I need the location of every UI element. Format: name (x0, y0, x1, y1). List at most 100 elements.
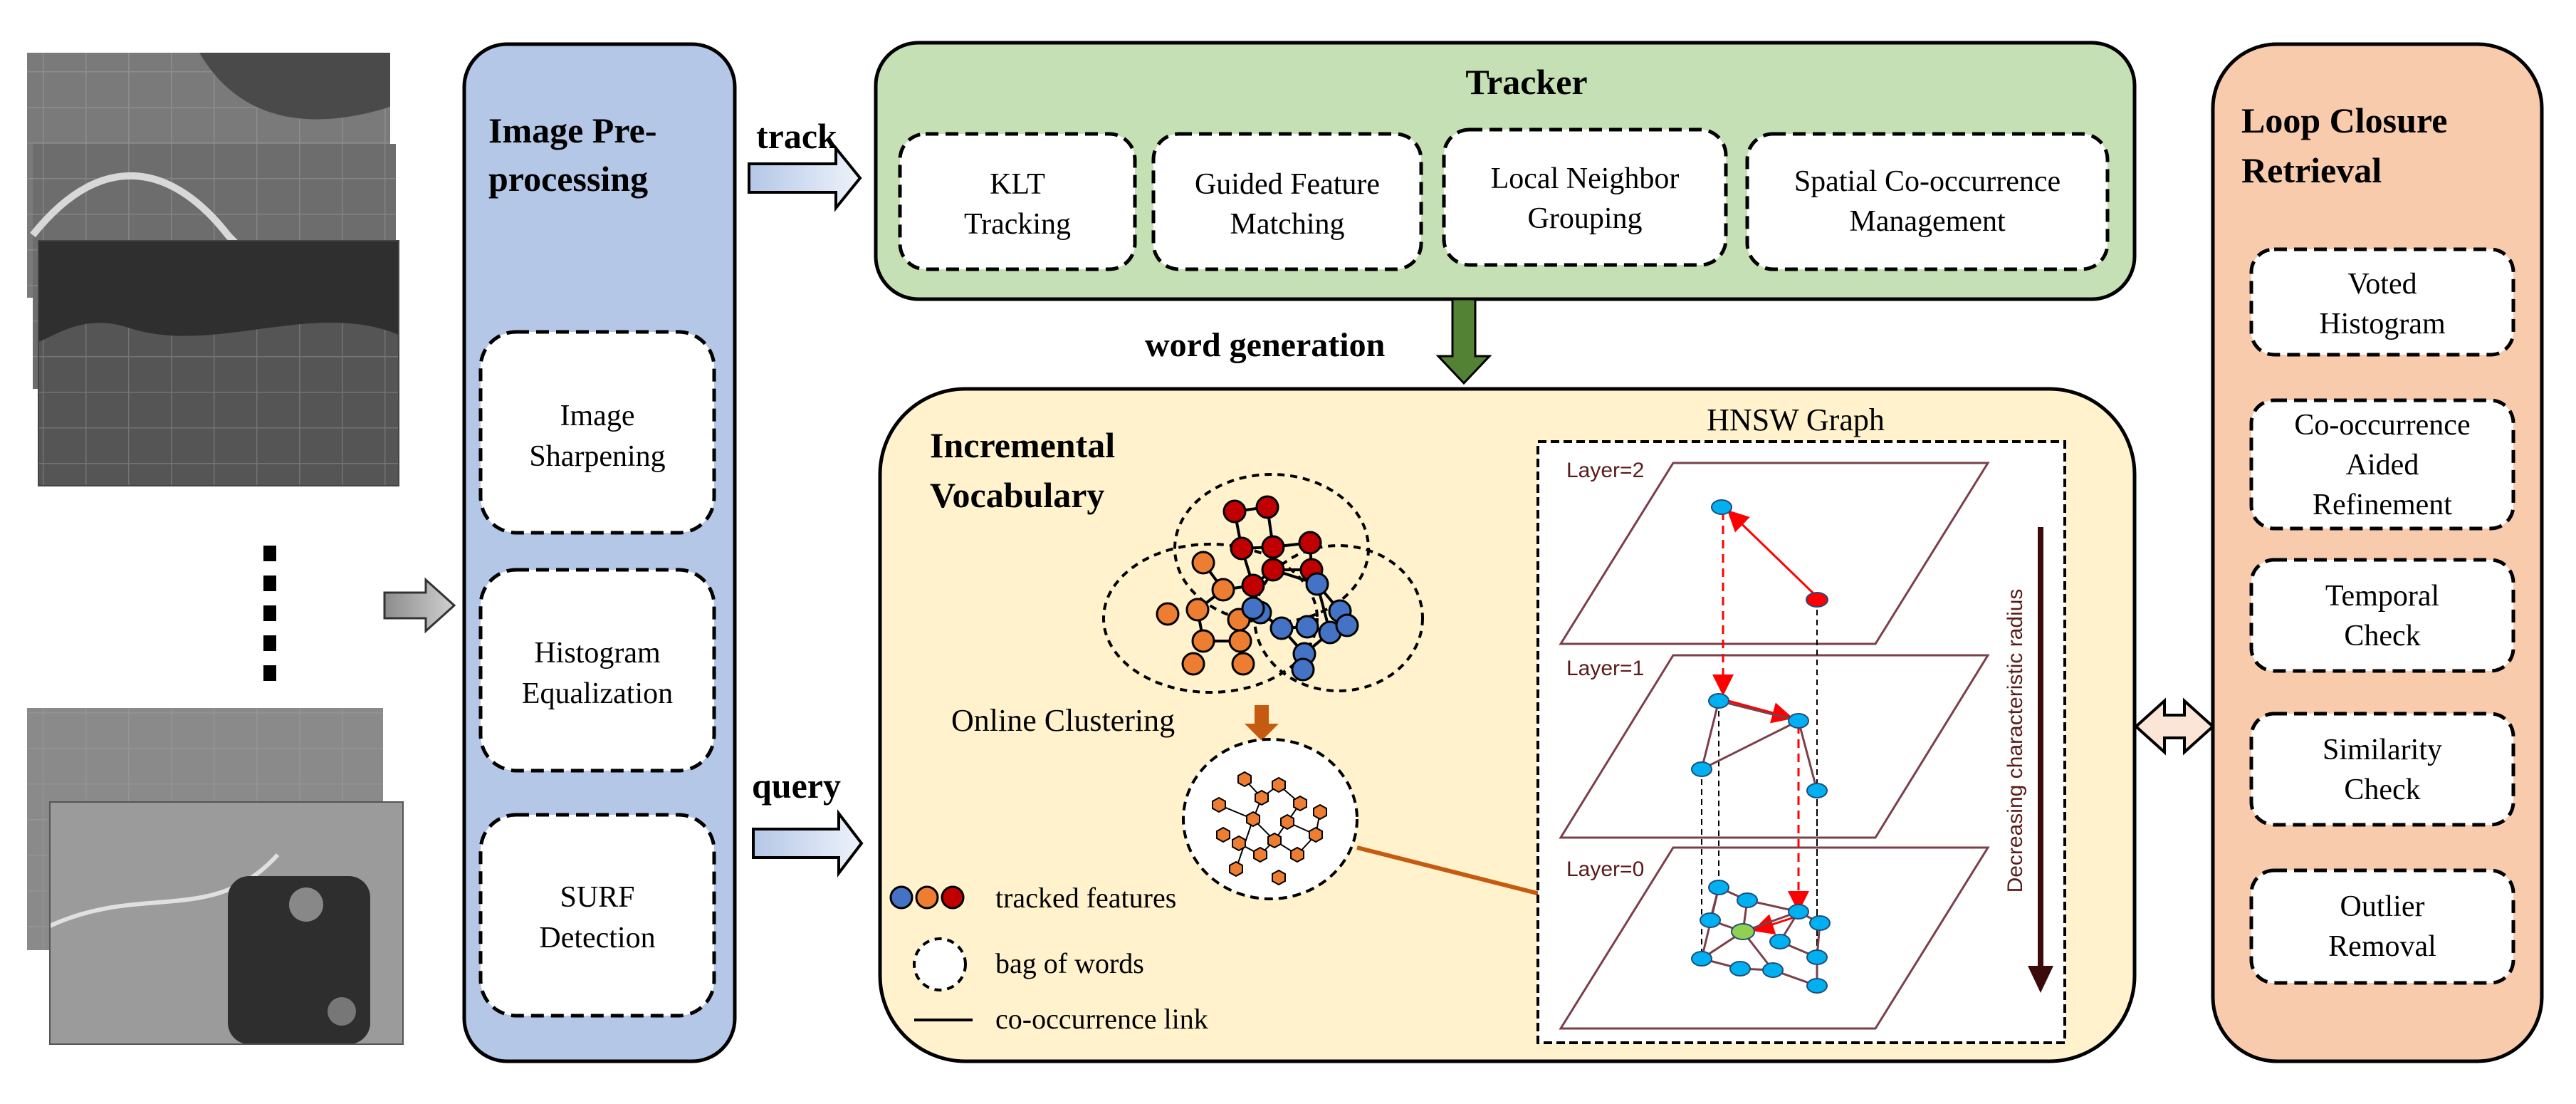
feature-clusters (1102, 473, 1424, 694)
hnsw-node (1737, 892, 1758, 908)
query-arrow (752, 809, 864, 878)
hnsw-entry-node (1806, 592, 1828, 608)
loop-step-line: Outlier (2340, 890, 2425, 923)
loop-step-temporal-check: Temporal Check (2249, 558, 2515, 673)
feature-red-dots (1222, 495, 1324, 598)
hnsw-layer1-edges (1700, 699, 1818, 791)
hnsw-node (1708, 693, 1729, 709)
loop-step-line: Similarity (2323, 734, 2442, 766)
hnsw-search-path (1712, 509, 1817, 934)
step-surf-detection: SURF Detection (478, 813, 716, 1018)
loop-step-line: Check (2344, 774, 2420, 806)
input-image-stack-bottom (27, 708, 404, 1045)
feature-blue-dots (1241, 572, 1359, 682)
legend-word-circle (913, 937, 967, 991)
clustered-word (1182, 738, 1358, 900)
hnsw-title: HNSW Graph (1707, 402, 1885, 437)
layer1-label: Layer=1 (1566, 657, 1644, 680)
loop-step-similarity-check: Similarity Check (2249, 712, 2515, 827)
hnsw-node (1691, 951, 1712, 967)
preprocessing-panel (462, 42, 737, 1063)
word-generation-label: word generation (1145, 326, 1385, 364)
hnsw-node (1729, 961, 1751, 977)
feature-orange-dots (1156, 551, 1255, 676)
loop-step-line: Aided (2346, 449, 2419, 481)
hnsw-node (1806, 978, 1828, 994)
preprocessing-title-line2: processing (488, 159, 648, 199)
module-label-line1: KLT (990, 168, 1045, 201)
hnsw-node (1788, 713, 1809, 729)
radius-axis-arrowhead (2028, 966, 2053, 993)
module-label-line2: Grouping (1528, 202, 1643, 235)
hnsw-plane-layer0 (1559, 846, 1990, 1030)
hnsw-node (1762, 962, 1784, 978)
loop-step-voted-histogram: Voted Histogram (2249, 247, 2515, 357)
online-clustering-label: Online Clustering (951, 703, 1175, 738)
loop-step-outlier-removal: Outlier Removal (2249, 868, 2515, 985)
query-label: query (752, 766, 841, 806)
radius-axis-label: Decreasing characteristic radius (2004, 589, 2027, 893)
loop-step-line: Voted (2347, 268, 2417, 301)
loop-closure-title-line2: Retrieval (2241, 150, 2382, 190)
legend-bag-of-words: bag of words (995, 947, 1144, 979)
step-label-line2: Equalization (522, 677, 673, 710)
step-image-sharpening: Image Sharpening (478, 330, 716, 535)
loop-step-line: Histogram (2319, 308, 2446, 340)
loop-step-cooccurrence-aided-refinement: Co-occurrence Aided Refinement (2249, 398, 2515, 531)
bidirectional-arrow (2134, 697, 2215, 756)
tracker-module-spatial-cooccurrence-management: Spatial Co-occurrence Management (1745, 132, 2110, 271)
loop-step-line: Temporal (2325, 580, 2439, 613)
module-label-line1: Local Neighbor (1491, 162, 1680, 195)
loop-step-line: Refinement (2313, 489, 2452, 521)
hnsw-node (1806, 949, 1828, 965)
hnsw-frame (1536, 440, 2066, 1044)
module-label-line2: Management (1849, 205, 2006, 238)
hnsw-plane-layer1 (1559, 654, 1990, 839)
loop-step-line: Co-occurrence (2294, 409, 2470, 442)
legend-cooccurrence-link: co-occurrence link (995, 1003, 1208, 1035)
legend-orange-dot (915, 885, 939, 910)
step-label-line1: Histogram (534, 637, 661, 670)
vocabulary-title-line1: Incremental (930, 425, 1115, 465)
track-arrow (748, 144, 862, 212)
legend-red-dot (941, 885, 965, 910)
hnsw-node (1788, 904, 1809, 920)
input-image-stack-top (27, 53, 399, 486)
word-generation-arrow (1435, 298, 1492, 385)
step-label-line1: SURF (560, 881, 634, 914)
vocabulary-title-line2: Vocabulary (930, 475, 1104, 515)
layer2-label: Layer=2 (1566, 459, 1644, 482)
hnsw-node (1700, 912, 1721, 928)
hnsw-node (1806, 783, 1828, 798)
module-label-line2: Matching (1230, 208, 1345, 241)
track-label: track (756, 116, 837, 156)
tracker-title: Tracker (1465, 62, 1587, 102)
step-label-line2: Sharpening (529, 440, 665, 473)
clustering-down-arrow (1245, 705, 1279, 741)
hnsw-node (1708, 880, 1729, 895)
legend: tracked features bag of words co-occurre… (889, 882, 1208, 1035)
loop-step-line: Check (2344, 620, 2420, 652)
hnsw-node (1711, 499, 1732, 515)
loop-closure-title-line1: Loop Closure (2241, 100, 2447, 140)
preprocessing-title-line1: Image Pre- (488, 110, 656, 150)
step-label-line2: Detection (539, 922, 655, 954)
hnsw-node (1691, 761, 1712, 777)
loop-step-line: Removal (2328, 930, 2436, 963)
hnsw-new-node (1731, 923, 1755, 940)
module-label-line1: Spatial Co-occurrence (1794, 165, 2061, 198)
hnsw-plane-layer2 (1559, 462, 1990, 645)
legend-blue-dot (889, 885, 913, 910)
module-label-line1: Guided Feature (1195, 168, 1380, 201)
legend-tracked-features: tracked features (995, 882, 1176, 914)
step-label-line1: Image (560, 400, 635, 432)
step-histogram-equalization: Histogram Equalization (478, 568, 716, 773)
hnsw-node (1809, 915, 1831, 931)
hnsw-node (1769, 934, 1791, 949)
tracker-module-local-neighbor-grouping: Local Neighbor Grouping (1442, 127, 1728, 267)
hnsw-nodes (1691, 499, 1831, 994)
hnsw-layer-planes (1559, 462, 1990, 1030)
word-circle (1102, 543, 1319, 694)
tracker-module-klt: KLT Tracking (898, 132, 1137, 271)
